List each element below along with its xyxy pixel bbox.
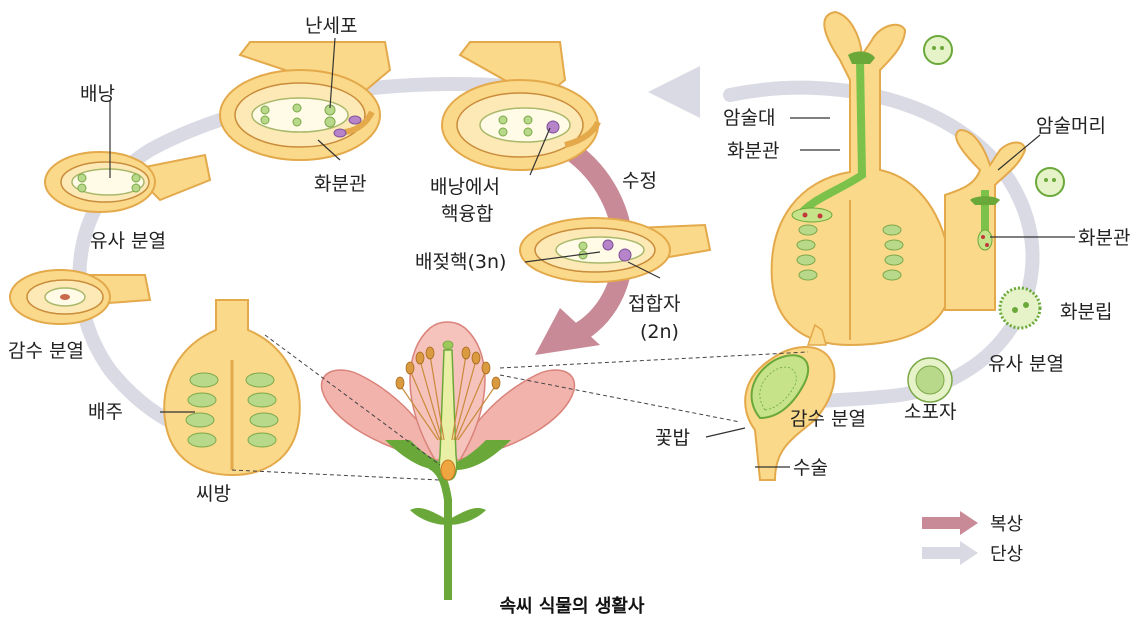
label-fusion-line1: 배낭에서 [430, 176, 500, 198]
haploid-arrow-head [648, 66, 700, 118]
label-pollen-tube-top: 화분관 [314, 173, 366, 195]
figure-caption: 속씨 식물의 생활사 [499, 596, 644, 617]
legend-diploid-label: 복상 [990, 514, 1023, 535]
label-microspore: 소포자 [904, 401, 956, 423]
ovule-fertilized [520, 218, 710, 282]
label-anther: 꽃밥 [655, 427, 690, 449]
label-meiosis-left: 감수 분열 [8, 340, 84, 362]
label-zygote-ploidy: (2n) [640, 321, 679, 343]
pistil-small [945, 130, 1064, 310]
legend-haploid-label: 단상 [990, 544, 1023, 565]
label-fertilization: 수정 [622, 170, 657, 192]
ovule-baenang [45, 152, 210, 212]
ovule-meiosis [10, 270, 150, 324]
label-embryo-sac: 배낭 [80, 83, 115, 105]
legend-haploid-arrow [922, 541, 978, 565]
label-pollen-tube-pistil: 화분관 [727, 140, 779, 162]
ovule-fusion [442, 42, 598, 170]
label-fusion-line2: 핵융합 [441, 203, 493, 225]
label-endosperm-nucleus: 배젖핵(3n) [415, 251, 506, 273]
ovary-ssibang [164, 300, 300, 475]
label-ovary: 씨방 [196, 483, 231, 505]
label-meiosis-right: 감수 분열 [790, 408, 866, 430]
label-stigma: 암술머리 [1036, 115, 1106, 137]
label-ovule: 배주 [88, 401, 123, 423]
flower [322, 322, 575, 600]
label-style: 암술대 [723, 107, 775, 129]
label-mitosis-right: 유사 분열 [988, 353, 1064, 375]
label-mitosis-left: 유사 분열 [90, 230, 166, 252]
label-zygote: 접합자 [628, 293, 680, 315]
pistil-large [772, 12, 952, 345]
label-pollen-grain: 화분립 [1060, 301, 1112, 323]
ovule-egg-cell [220, 42, 390, 160]
legend-diploid-arrow [922, 511, 978, 535]
pollen-grain [1000, 288, 1040, 328]
microspore [908, 358, 952, 402]
label-egg-cell: 난세포 [305, 15, 357, 37]
label-stamen: 수술 [793, 457, 828, 479]
legend: 복상 단상 [922, 511, 1023, 565]
label-pollen-tube-right: 화분관 [1078, 227, 1130, 249]
